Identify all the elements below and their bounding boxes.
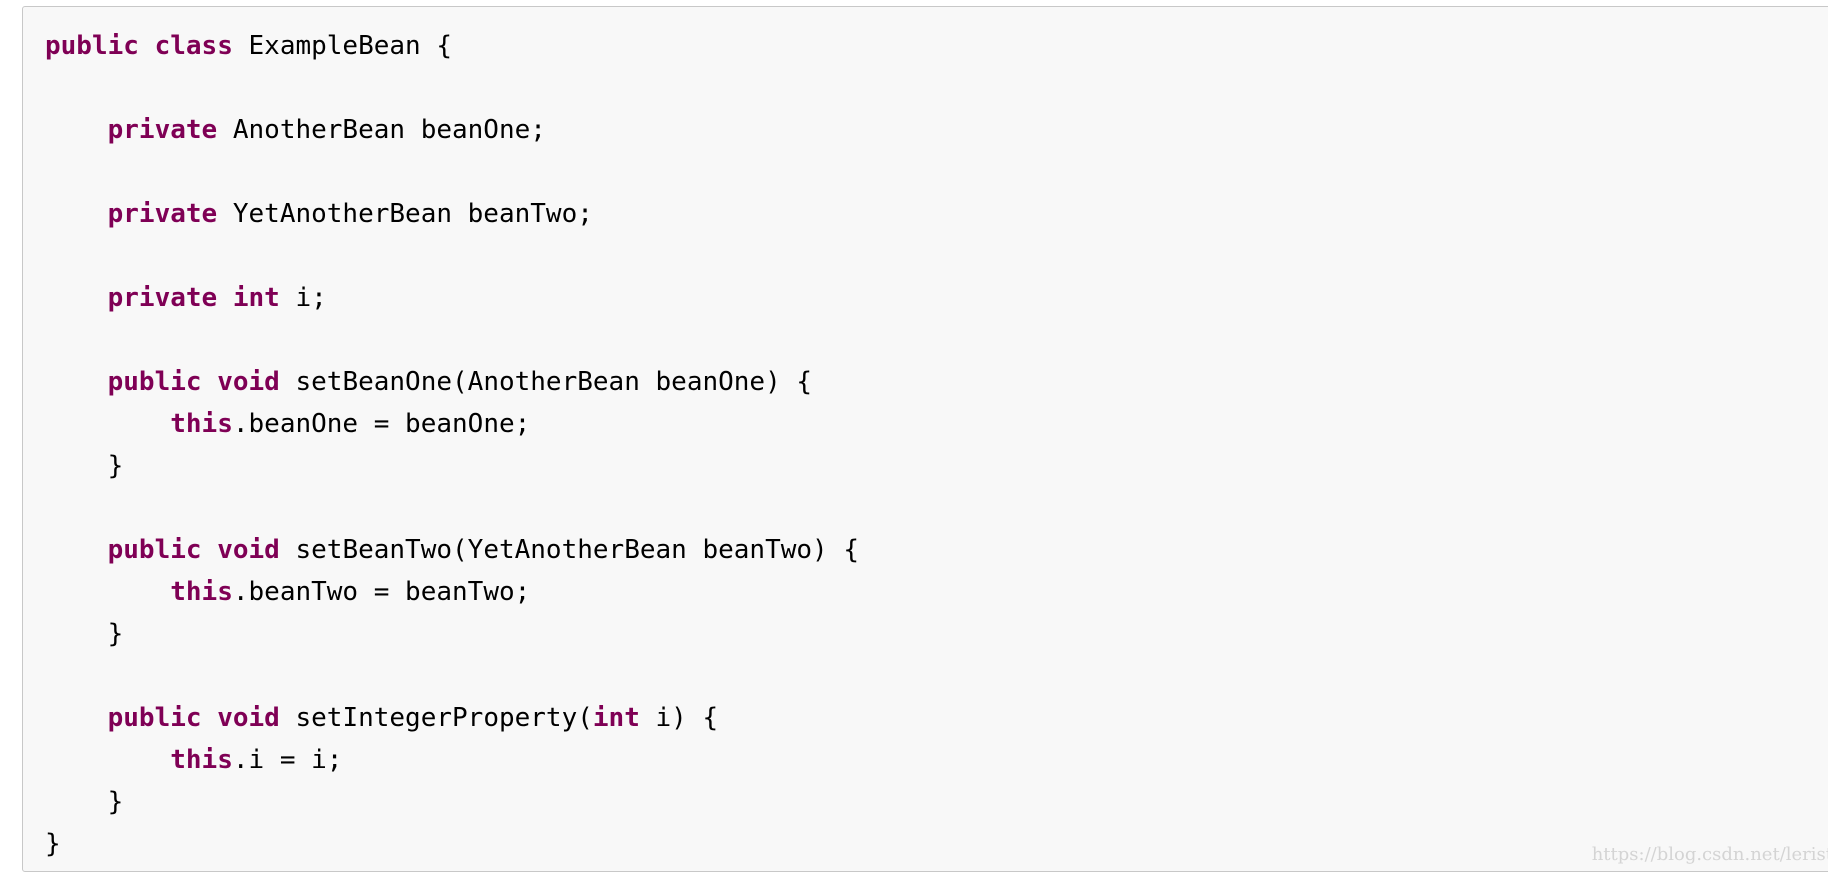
code-keyword: private [107, 199, 218, 229]
code-text: i) { [639, 703, 719, 733]
code-line: ​ [45, 235, 859, 277]
code-text: setIntegerProperty( [279, 703, 593, 733]
code-line: ​ [45, 67, 859, 109]
code-text [45, 703, 108, 733]
code-line: } [45, 823, 859, 865]
code-text [45, 367, 108, 397]
code-text [202, 703, 218, 733]
code-keyword: public [107, 367, 202, 397]
code-line: public class ExampleBean { [45, 25, 859, 67]
code-keyword: public [45, 31, 139, 61]
code-text [45, 283, 108, 313]
code-line: this.beanOne = beanOne; [45, 403, 859, 445]
code-keyword: class [154, 31, 233, 61]
code-line: ​ [45, 655, 859, 697]
code-text: } [45, 619, 124, 649]
code-text: } [45, 829, 61, 859]
code-block: public class ExampleBean {​ private Anot… [22, 6, 1828, 872]
code-text: } [45, 787, 124, 817]
code-text [202, 367, 218, 397]
code-text: i; [279, 283, 327, 313]
code-text [45, 115, 108, 145]
code-text: AnotherBean beanOne; [217, 115, 546, 145]
code-text: YetAnotherBean beanTwo; [217, 199, 593, 229]
code-line: this.i = i; [45, 739, 859, 781]
code-keyword: int [232, 283, 280, 313]
code-keyword: public [107, 703, 202, 733]
code-line: ​ [45, 151, 859, 193]
code-keyword: void [217, 367, 280, 397]
code-text: setBeanOne(AnotherBean beanOne) { [279, 367, 813, 397]
code-keyword: private [107, 283, 218, 313]
watermark-text: https://blog.csdn.net/lerist [1591, 844, 1828, 865]
code-keyword: int [592, 703, 640, 733]
code-keyword: void [217, 535, 280, 565]
code-text: ExampleBean { [232, 31, 453, 61]
code-line: private YetAnotherBean beanTwo; [45, 193, 859, 235]
code-keyword: this [170, 577, 233, 607]
code-text [202, 535, 218, 565]
code-line: public void setIntegerProperty(int i) { [45, 697, 859, 739]
code-text [45, 199, 108, 229]
code-keyword: void [217, 703, 280, 733]
code-line: } [45, 445, 859, 487]
code-keyword: this [170, 745, 233, 775]
code-line: private int i; [45, 277, 859, 319]
code-line: this.beanTwo = beanTwo; [45, 571, 859, 613]
code-line: ​ [45, 487, 859, 529]
code-line: private AnotherBean beanOne; [45, 109, 859, 151]
code-text: .beanOne = beanOne; [232, 409, 531, 439]
code-text [45, 745, 170, 775]
code-line: public void setBeanOne(AnotherBean beanO… [45, 361, 859, 403]
code-text [139, 31, 155, 61]
code-keyword: private [107, 115, 218, 145]
code-line: } [45, 781, 859, 823]
code-text: } [45, 451, 124, 481]
code-line: } [45, 613, 859, 655]
code-text: .beanTwo = beanTwo; [232, 577, 531, 607]
code-text [45, 535, 108, 565]
code-keyword: public [107, 535, 202, 565]
code-text [217, 283, 233, 313]
code-line: ​ [45, 319, 859, 361]
code-text: setBeanTwo(YetAnotherBean beanTwo) { [279, 535, 860, 565]
code-keyword: this [170, 409, 233, 439]
code-text: .i = i; [232, 745, 343, 775]
code-line: public void setBeanTwo(YetAnotherBean be… [45, 529, 859, 571]
code-lines: public class ExampleBean {​ private Anot… [45, 25, 859, 865]
code-text [45, 577, 170, 607]
code-text [45, 409, 170, 439]
